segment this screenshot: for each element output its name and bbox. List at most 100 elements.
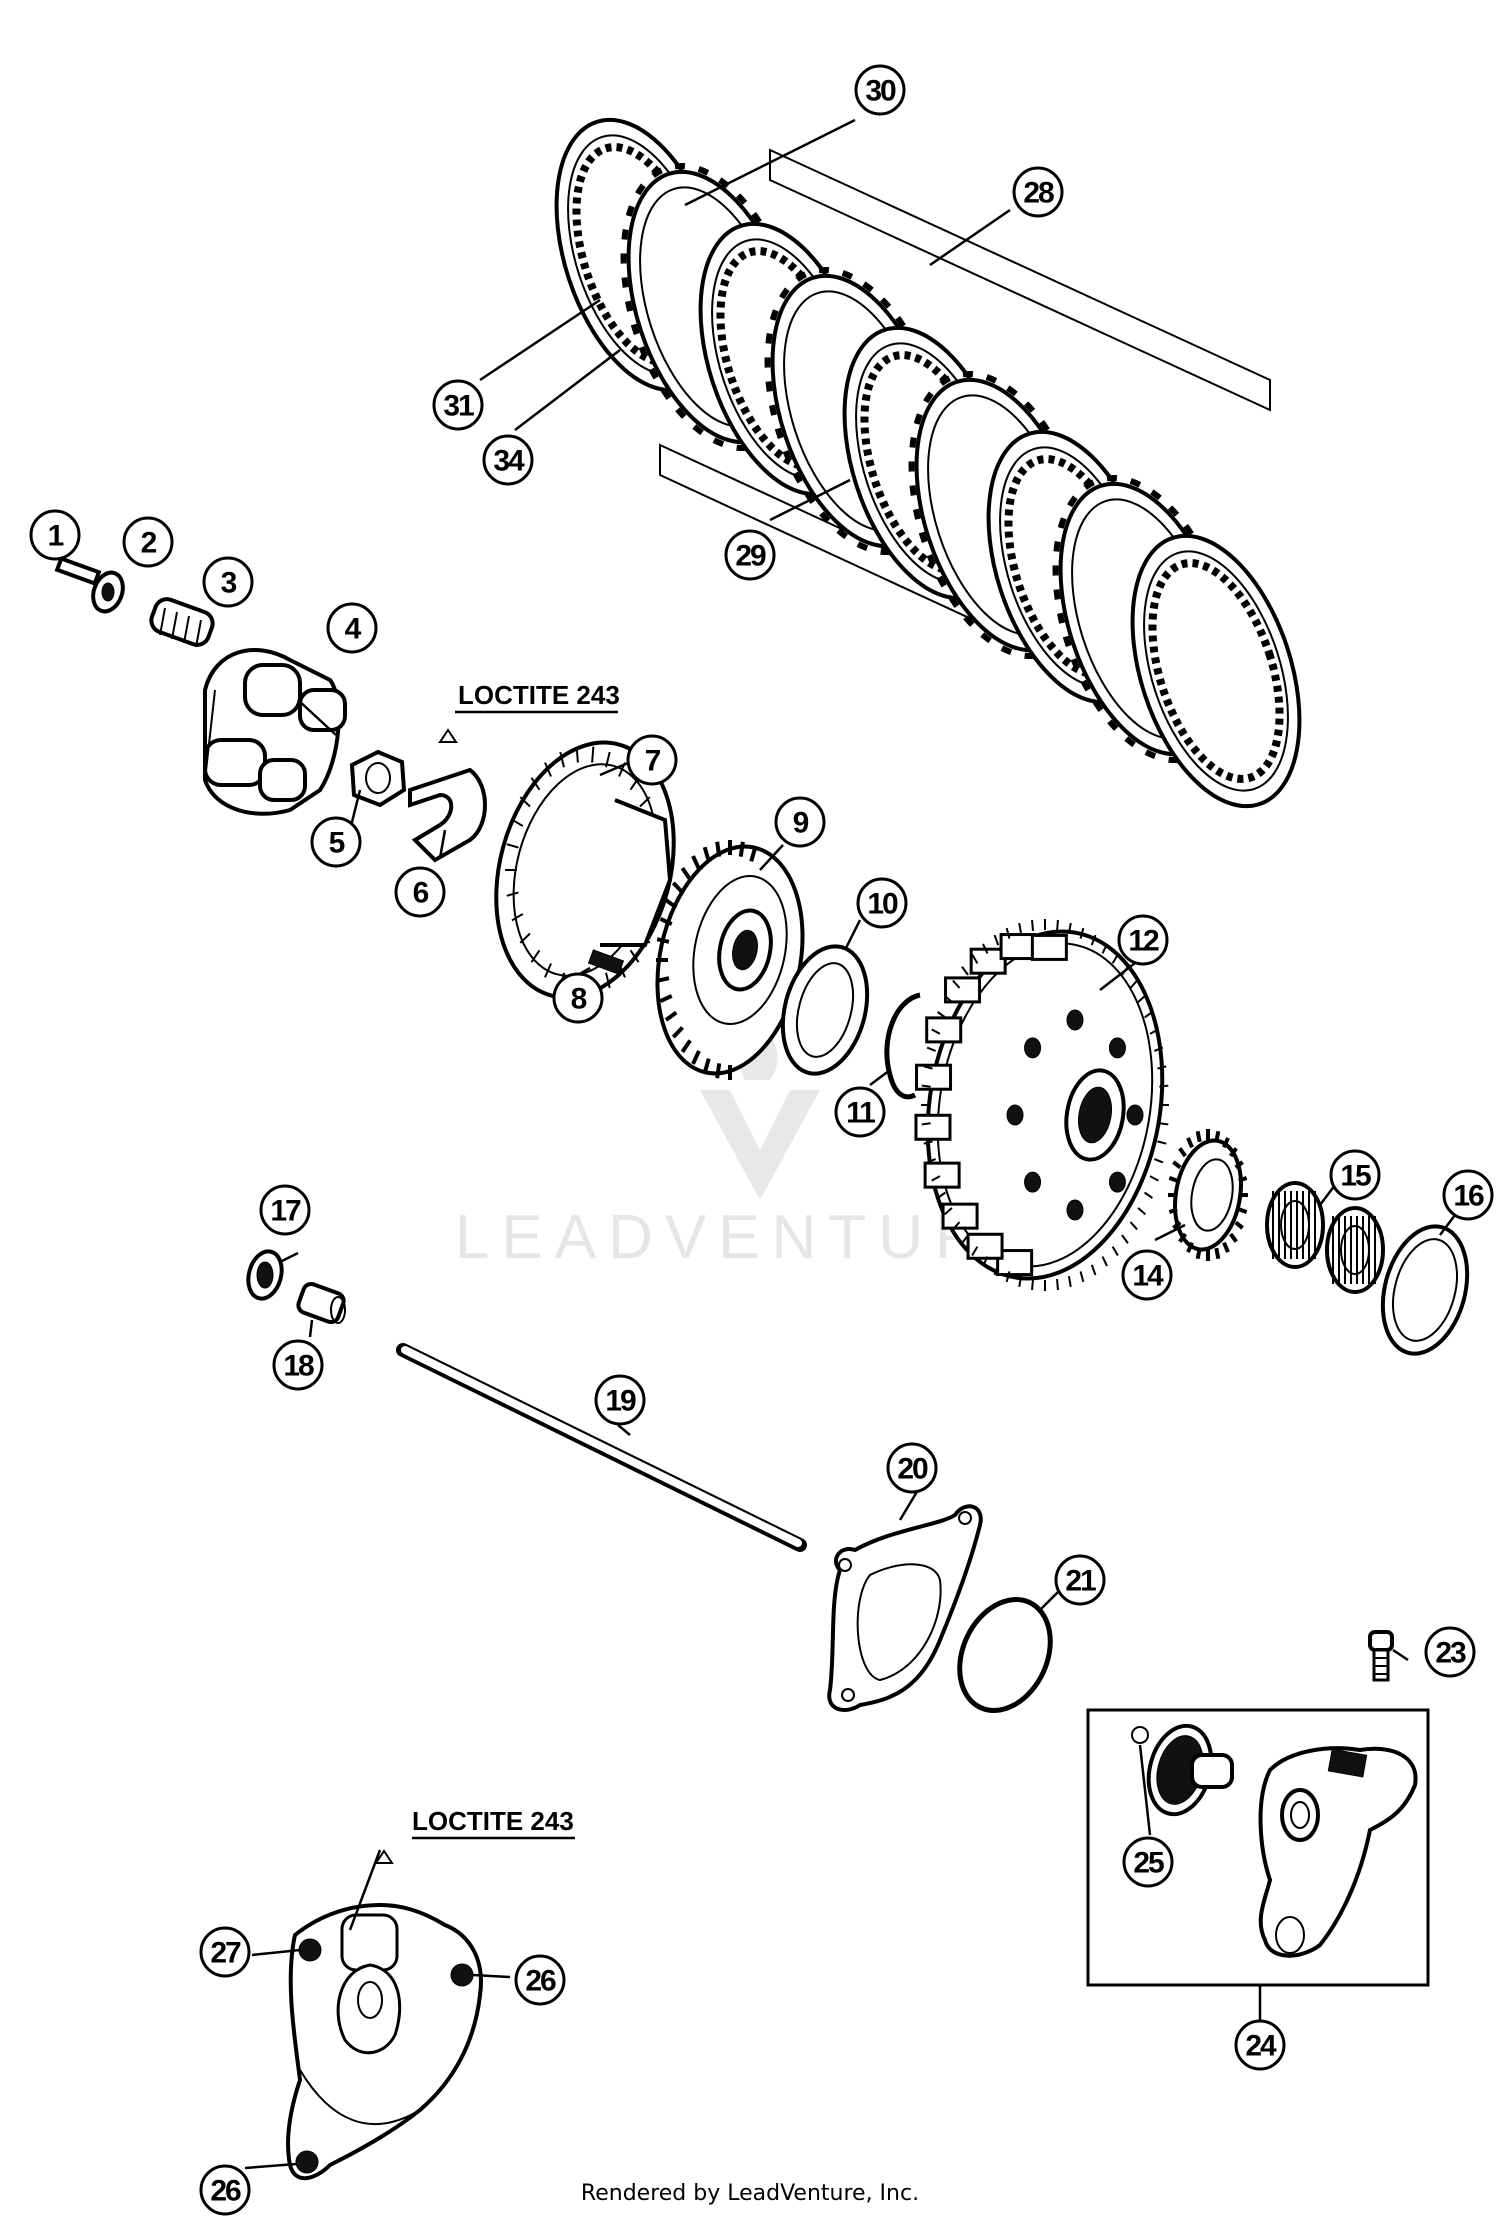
callout-30: 30 xyxy=(854,64,906,116)
callout-label: 15 xyxy=(1340,1160,1371,1193)
callout-circle xyxy=(326,602,378,654)
basket-hole xyxy=(1024,1171,1042,1193)
basket-gear-tooth xyxy=(982,943,989,954)
callout-label: 1 xyxy=(48,520,64,553)
basket-gear-tooth xyxy=(952,979,961,989)
basket-gear-tooth xyxy=(1101,1256,1108,1267)
hub-tooth xyxy=(659,994,673,1003)
callout-circle xyxy=(854,64,906,116)
basket-gear-tooth xyxy=(952,1221,961,1231)
basket-gear-tooth xyxy=(1018,1276,1023,1288)
callout-27: 27 xyxy=(199,1926,251,1978)
callout-25: 25 xyxy=(1122,1836,1174,1888)
hub-tooth xyxy=(680,866,692,881)
hub-tooth xyxy=(691,855,701,870)
basket-gear-tooth xyxy=(1018,922,1023,934)
basket-gear-tooth xyxy=(1129,1221,1138,1231)
clutch-basket-part xyxy=(914,919,1169,1291)
callout-label: 6 xyxy=(413,877,429,910)
callout-circle xyxy=(834,1086,886,1138)
callout-circle xyxy=(310,816,362,868)
basket-hole xyxy=(1126,1104,1144,1126)
friction-disc xyxy=(1130,533,1302,809)
freewheel-tooth xyxy=(530,777,541,791)
gear-tooth xyxy=(1214,1247,1221,1260)
gear-tooth xyxy=(1186,1241,1194,1253)
gear-tooth xyxy=(1178,1147,1187,1158)
callout-16: 16 xyxy=(1442,1169,1494,1221)
callout-circle xyxy=(856,877,908,929)
callout-label: 10 xyxy=(867,888,898,921)
freewheel-tooth xyxy=(506,891,519,897)
basket-finger xyxy=(996,1249,1034,1277)
basket-gear-tooth xyxy=(923,1140,933,1145)
inner-hub-part xyxy=(655,840,805,1080)
basket-hole xyxy=(1006,1104,1024,1126)
basket-finger xyxy=(969,947,1007,975)
callout-circle xyxy=(482,434,534,486)
callout-circle xyxy=(552,972,604,1024)
basket-gear-tooth xyxy=(1154,1158,1164,1164)
callout-label: 16 xyxy=(1453,1180,1484,1213)
callout-label: 25 xyxy=(1133,1847,1164,1880)
callout-label: 2 xyxy=(141,527,157,560)
callout-circle xyxy=(1012,166,1064,218)
basket-gear-tooth xyxy=(1149,1175,1159,1182)
callout-circle xyxy=(1054,1554,1106,1606)
basket-gear-tooth xyxy=(1137,1207,1146,1216)
loctite-dot-lower xyxy=(374,1849,394,1864)
callout-circle xyxy=(886,1442,938,1494)
callout-label: 4 xyxy=(345,613,362,646)
gear-tooth xyxy=(1222,1137,1230,1149)
callout-19: 19 xyxy=(594,1374,646,1426)
gear-tooth xyxy=(1178,1232,1187,1243)
freewheel-tooth xyxy=(639,796,651,808)
callout-10: 10 xyxy=(856,877,908,929)
freewheel-tooth xyxy=(605,751,611,768)
hub-tooth xyxy=(715,1063,722,1079)
gear-tooth xyxy=(1195,1130,1202,1143)
callout-circle xyxy=(122,516,174,568)
callout-label: 24 xyxy=(1245,2030,1277,2063)
bushing-part xyxy=(296,1281,346,1325)
loctite-note-lower: LOCTITE 243 xyxy=(412,1806,574,1836)
loctite-dot-upper xyxy=(438,728,458,743)
freewheel-tooth xyxy=(544,963,552,978)
oil-pump-gear-part xyxy=(1168,1129,1248,1261)
callout-circle xyxy=(272,1339,324,1391)
gasket-part xyxy=(827,1504,983,1712)
nut-part xyxy=(349,749,407,808)
callout-circle xyxy=(1117,914,1169,966)
basket-gear-tooth xyxy=(961,966,969,976)
basket-gear-tooth xyxy=(1067,1276,1072,1288)
basket-gear-tooth xyxy=(993,1264,1000,1276)
gear-tooth xyxy=(1229,1147,1238,1158)
gear-tooth xyxy=(1168,1207,1178,1214)
basket-gear-tooth xyxy=(1159,1084,1169,1088)
callout-2: 2 xyxy=(122,516,174,568)
callout-label: 21 xyxy=(1065,1565,1096,1598)
hub-tooth xyxy=(656,976,670,983)
freewheel-tooth xyxy=(511,818,524,827)
basket-gear-tooth xyxy=(926,1158,936,1164)
callout-label: 26 xyxy=(210,2175,241,2208)
loctite-note-upper: LOCTITE 243 xyxy=(458,680,620,710)
hub-tooth xyxy=(664,1010,678,1022)
gear-tooth xyxy=(1168,1176,1178,1183)
bolt-part xyxy=(1368,1630,1394,1682)
basket-gear-tooth xyxy=(944,994,953,1003)
callout-circle xyxy=(626,734,678,786)
basket-gear-tooth xyxy=(1005,927,1011,939)
callout-circle xyxy=(199,1926,251,1978)
callout-29: 29 xyxy=(724,529,776,581)
callout-circle xyxy=(202,556,254,608)
callout-34: 34 xyxy=(482,434,534,486)
freewheel-tooth xyxy=(559,751,565,768)
callout-4: 4 xyxy=(326,602,378,654)
callout-label: 7 xyxy=(645,745,661,778)
gear-tooth xyxy=(1238,1207,1248,1214)
freewheel-tooth xyxy=(575,746,579,763)
callout-15: 15 xyxy=(1329,1149,1381,1201)
hub-tooth xyxy=(715,841,722,857)
